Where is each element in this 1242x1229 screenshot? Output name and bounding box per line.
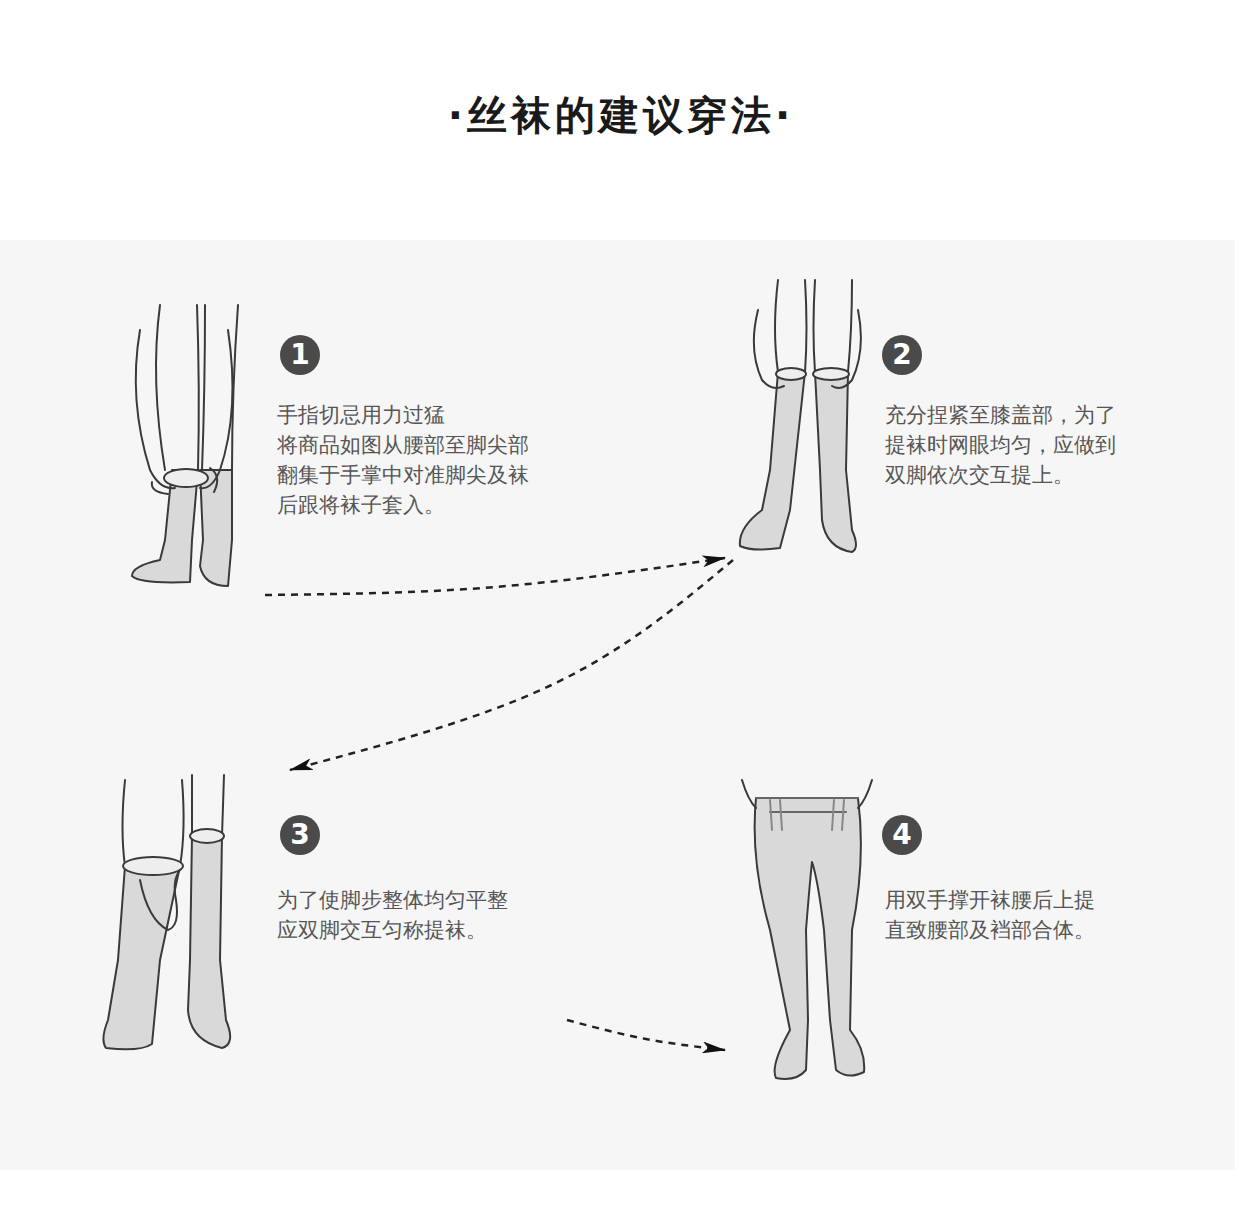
step-block: 4 用双手撑开袜腰后上提 直致腰部及裆部合体。 (725, 770, 1185, 1085)
step-block: 1 手指切忌用力过猛 将商品如图从腰部至脚尖部 翻集于手掌中对准脚尖及袜 后跟将袜… (100, 300, 582, 595)
panel-ground (0, 240, 1235, 1170)
dashed-arrow (265, 558, 725, 595)
step-block: 3 为了使脚步整体均匀平整 应双脚交互匀称提袜。 (100, 770, 567, 1060)
step-number: 2 (882, 335, 922, 375)
diagram-title: ·丝袜的建议穿法· (0, 88, 1242, 143)
step-block: 2 充分捏紧至膝盖部，为了 提袜时网眼均匀，应做到 双脚依次交互提上。 (725, 275, 1185, 560)
dashed-arrow (567, 1020, 725, 1050)
step-instruction: 用双手撑开袜腰后上提 直致腰部及裆部合体。 (885, 885, 1165, 945)
step-number: 3 (280, 815, 320, 855)
step-instruction: 为了使脚步整体均匀平整 应双脚交互匀称提袜。 (277, 885, 557, 945)
dashed-arrow (290, 560, 733, 770)
figure-step-1 (132, 305, 238, 586)
figure-step-3 (103, 775, 230, 1049)
figure-step-4 (742, 780, 872, 1079)
step-number: 1 (280, 335, 320, 375)
step-instruction: 手指切忌用力过猛 将商品如图从腰部至脚尖部 翻集于手掌中对准脚尖及袜 后跟将袜子… (277, 400, 572, 520)
step-instruction: 充分捏紧至膝盖部，为了 提袜时网眼均匀，应做到 双脚依次交互提上。 (885, 400, 1175, 490)
step-number: 4 (882, 815, 922, 855)
figure-step-2 (740, 280, 861, 552)
